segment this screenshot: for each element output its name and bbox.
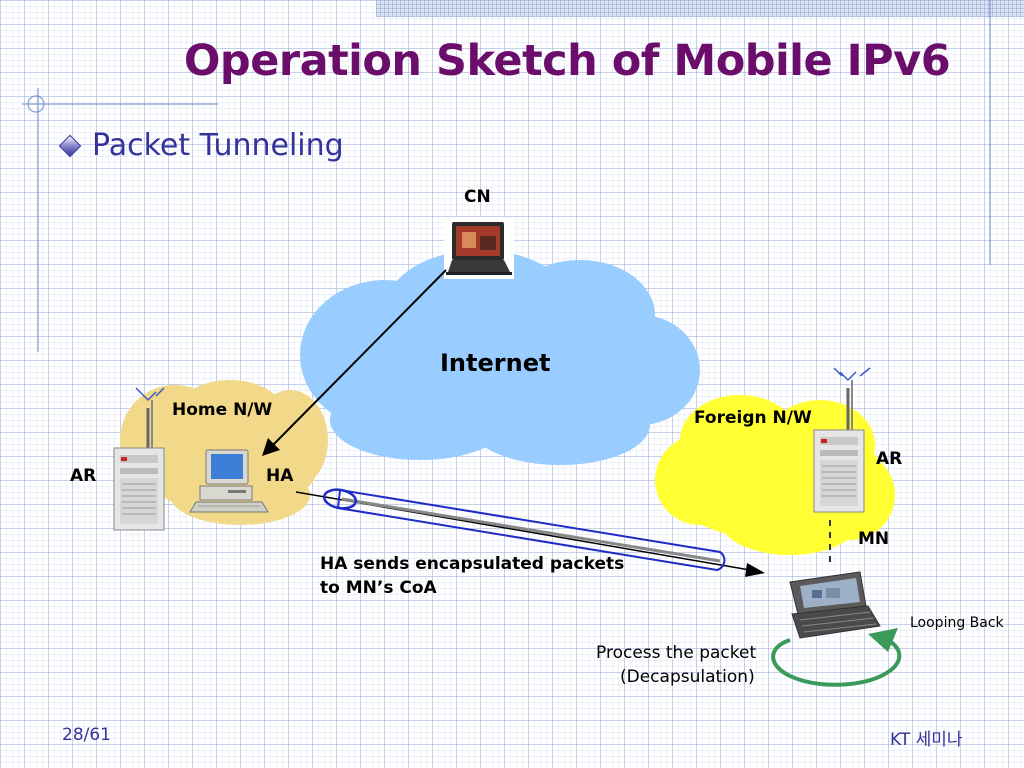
loop-back-arrow — [771, 628, 902, 687]
bullet-item: Packet Tunneling — [58, 128, 344, 163]
footer-text: KT 세미나 — [890, 730, 963, 750]
tunnel-pipe — [295, 488, 765, 577]
slide-title: Operation Sketch of Mobile IPv6 — [183, 36, 951, 86]
internet-cloud — [300, 250, 700, 465]
foreign-ar-label: AR — [876, 449, 903, 469]
diamond-bullet-icon — [58, 134, 82, 157]
home-network-label: Home N/W — [172, 400, 273, 420]
home-ar-label: AR — [70, 466, 97, 486]
mn-device-icon — [789, 571, 881, 639]
foreign-network-label: Foreign N/W — [694, 408, 812, 428]
page-number: 28/61 — [62, 725, 111, 745]
slide-decoration — [22, 0, 991, 352]
home-router-icon — [113, 387, 165, 531]
bullet-text: Packet Tunneling — [92, 128, 344, 163]
tunnel-caption-line1: HA sends encapsulated packets — [320, 554, 625, 574]
ha-label: HA — [266, 466, 294, 486]
process-caption-line1: Process the packet — [596, 643, 757, 663]
mn-label: MN — [858, 529, 890, 549]
cn-to-ha-arrow — [262, 269, 447, 456]
cn-laptop-icon — [444, 217, 514, 279]
cn-label: CN — [464, 187, 491, 207]
tunnel-caption-line2: to MN’s CoA — [320, 578, 437, 598]
foreign-router-icon — [813, 367, 871, 513]
ha-computer-icon — [189, 449, 269, 513]
looping-back-label: Looping Back — [910, 615, 1004, 631]
process-caption-line2: (Decapsulation) — [620, 667, 755, 687]
internet-label: Internet — [440, 349, 551, 377]
top-decorative-band — [376, 0, 1024, 17]
